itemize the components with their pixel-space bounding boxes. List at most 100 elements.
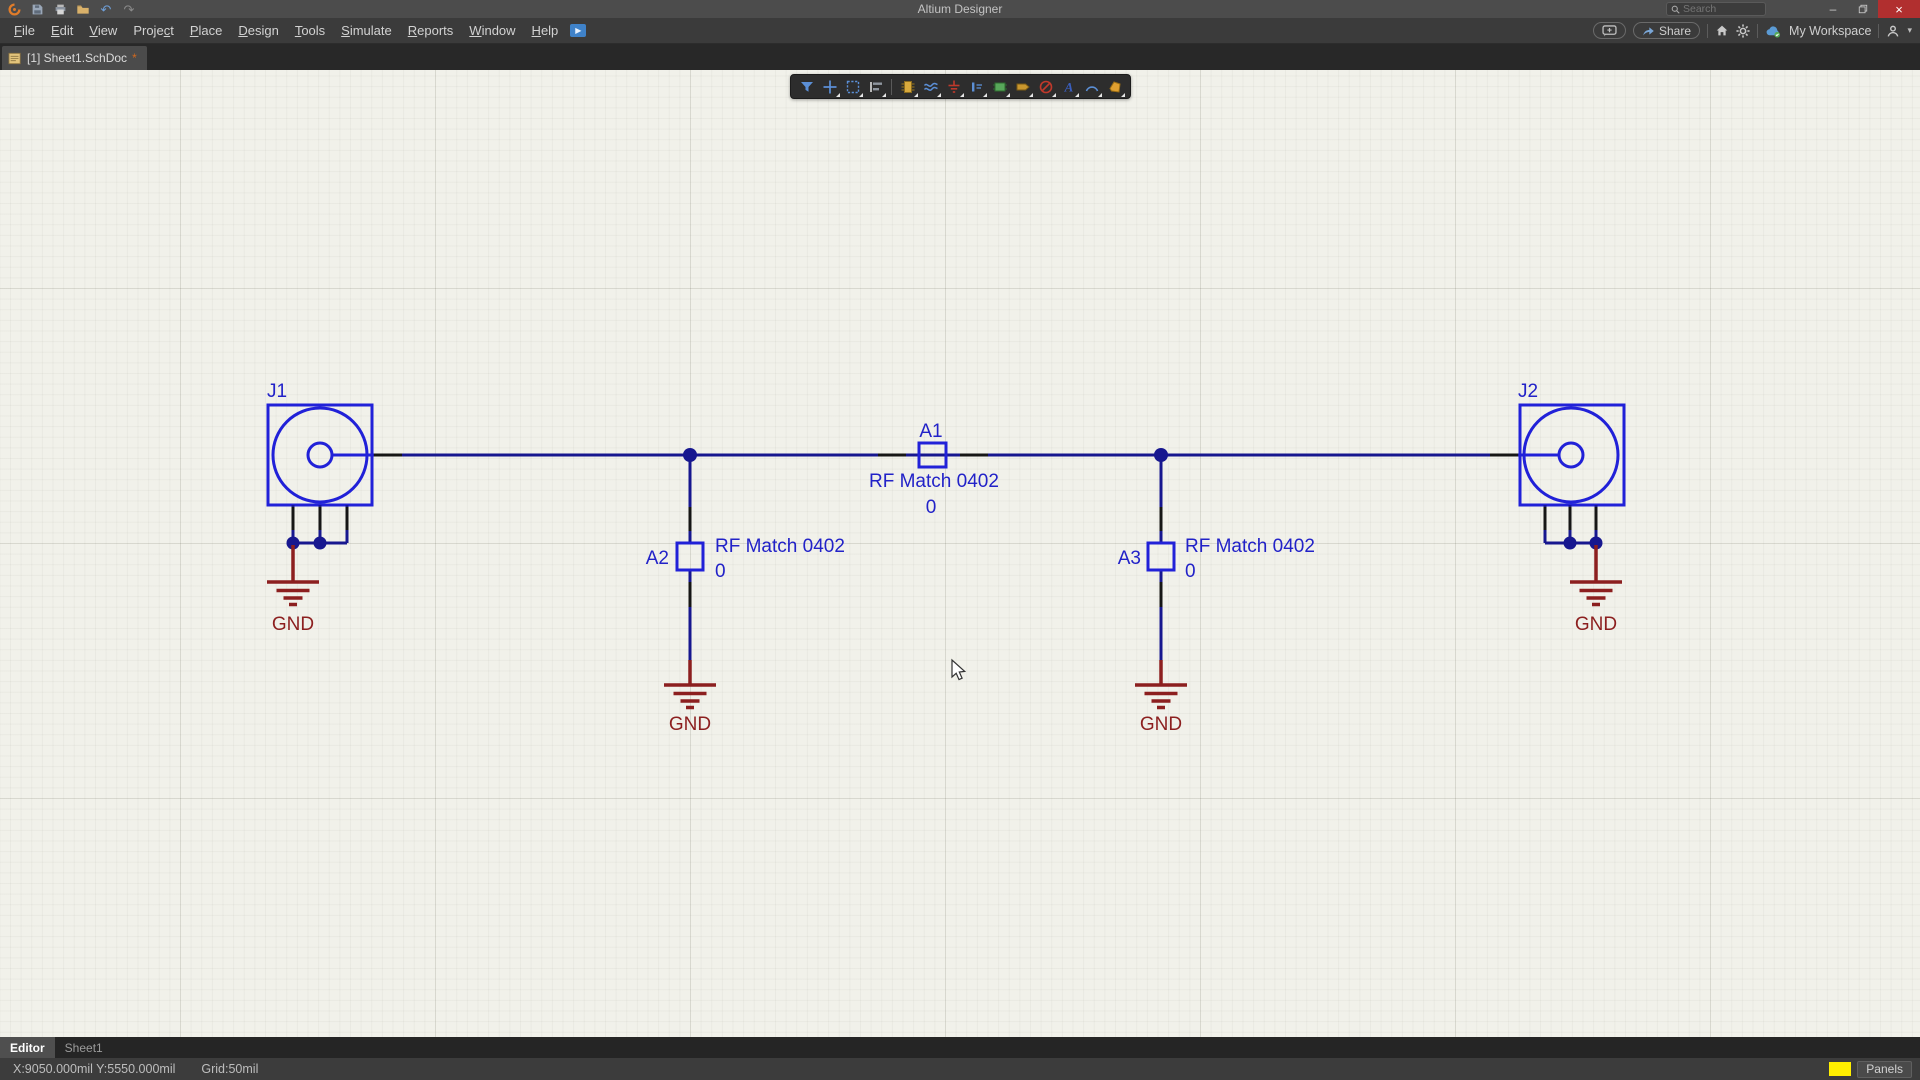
status-bar: X:9050.000mil Y:5550.000mil Grid:50mil P… (0, 1058, 1920, 1080)
document-tab-sheet1[interactable]: [1] Sheet1.SchDoc * (2, 46, 147, 70)
place-polygon-tool-icon[interactable] (1104, 76, 1125, 97)
menu-design[interactable]: Design (238, 23, 279, 38)
gnd-power-port-a2[interactable]: GND (664, 660, 716, 735)
place-port-tool-icon[interactable] (1012, 76, 1033, 97)
undo-icon[interactable]: ↶ (100, 1, 112, 17)
gnd-power-port-j1[interactable]: GND (267, 545, 319, 635)
workspace-cloud-icon (1765, 24, 1782, 38)
place-part-tool-icon[interactable] (897, 76, 918, 97)
active-bar-toolbar: A (790, 74, 1131, 99)
component-a2[interactable]: A2 RF Match 0402 0 (646, 507, 845, 607)
toolbar-separator (891, 78, 892, 95)
schdoc-icon (8, 52, 21, 64)
place-arc-tool-icon[interactable] (1081, 76, 1102, 97)
a2-value: 0 (715, 561, 726, 582)
cursor-coordinates: X:9050.000mil Y:5550.000mil (13, 1062, 176, 1076)
share-label: Share (1659, 23, 1692, 38)
menu-place[interactable]: Place (189, 23, 223, 38)
a3-comment: RF Match 0402 (1185, 536, 1315, 557)
share-arrow-icon (1643, 26, 1654, 35)
place-sheet-symbol-tool-icon[interactable] (989, 76, 1010, 97)
save-icon[interactable] (30, 2, 44, 16)
panels-button[interactable]: Panels (1857, 1060, 1912, 1078)
quick-access-bar: ↶ ↷ (0, 2, 136, 16)
search-box[interactable] (1666, 2, 1766, 16)
separator (1878, 23, 1880, 38)
align-tool-icon[interactable] (865, 76, 886, 97)
select-rect-tool-icon[interactable] (842, 76, 863, 97)
menu-bar: File Edit View Project Place Design Tool… (0, 18, 1920, 44)
user-dropdown-caret-icon[interactable]: ▾ (1907, 25, 1912, 35)
place-wire-tool-icon[interactable] (920, 76, 941, 97)
a3-designator: A3 (1118, 548, 1141, 569)
close-button[interactable]: × (1878, 0, 1920, 18)
a2-designator: A2 (646, 548, 669, 569)
menu-help[interactable]: Help (531, 23, 559, 38)
user-account-icon[interactable] (1886, 24, 1900, 38)
title-bar: ↶ ↷ Altium Designer – × (0, 0, 1920, 18)
menu-project[interactable]: Project (133, 23, 174, 38)
restore-button[interactable] (1848, 0, 1878, 18)
place-net-label-tool-icon[interactable] (966, 76, 987, 97)
j1-designator: J1 (267, 381, 287, 402)
view-tab-bar: Editor Sheet1 (0, 1037, 1920, 1058)
a3-gnd-label: GND (1140, 714, 1182, 735)
redo-icon[interactable]: ↷ (123, 1, 135, 17)
window-title: Altium Designer (917, 2, 1003, 16)
workspace-label[interactable]: My Workspace (1789, 23, 1872, 38)
mouse-cursor (951, 658, 967, 681)
grid-setting: Grid:50mil (201, 1062, 259, 1076)
j2-designator: J2 (1518, 381, 1538, 402)
a1-comment: RF Match 0402 (869, 471, 999, 492)
home-icon[interactable] (1715, 24, 1729, 37)
menu-edit[interactable]: Edit (50, 23, 74, 38)
filter-tool-icon[interactable] (796, 76, 817, 97)
wire-junction (683, 448, 697, 462)
document-modified-indicator: * (132, 51, 137, 65)
gnd-power-port-j2[interactable]: GND (1570, 545, 1622, 635)
search-input[interactable] (1683, 3, 1761, 15)
document-tab-label: [1] Sheet1.SchDoc (27, 51, 128, 65)
place-no-erc-tool-icon[interactable] (1035, 76, 1056, 97)
print-icon[interactable] (53, 2, 67, 16)
altium-logo-icon[interactable] (7, 2, 21, 16)
menu-file[interactable]: File (14, 23, 35, 38)
search-icon (1671, 5, 1680, 14)
a2-gnd-label: GND (669, 714, 711, 735)
place-power-port-tool-icon[interactable] (943, 76, 964, 97)
component-a3[interactable]: A3 RF Match 0402 0 (1118, 507, 1315, 607)
menu-reports[interactable]: Reports (407, 23, 454, 38)
menu-tools[interactable]: Tools (294, 23, 326, 38)
view-tab-sheet1[interactable]: Sheet1 (64, 1040, 103, 1055)
share-button[interactable]: Share (1633, 22, 1701, 39)
view-tab-editor[interactable]: Editor (0, 1037, 55, 1058)
restore-icon (1858, 4, 1868, 14)
document-tab-bar: [1] Sheet1.SchDoc * (0, 44, 1920, 70)
help-video-icon[interactable]: ▶ (570, 24, 587, 37)
a3-value: 0 (1185, 561, 1196, 582)
menu-view[interactable]: View (89, 23, 118, 38)
comment-button[interactable] (1593, 22, 1626, 39)
connector-j2[interactable]: J2 (1490, 381, 1626, 550)
separator (1757, 23, 1759, 38)
open-folder-icon[interactable] (76, 2, 90, 16)
menu-window[interactable]: Window (469, 23, 516, 38)
a2-comment: RF Match 0402 (715, 536, 845, 557)
gnd-power-port-a3[interactable]: GND (1135, 660, 1187, 735)
schematic-canvas[interactable]: A J1 (0, 70, 1920, 1037)
a1-value: 0 (926, 497, 937, 518)
gear-icon[interactable] (1736, 23, 1750, 38)
place-text-tool-icon[interactable]: A (1058, 76, 1079, 97)
panels-color-icon (1829, 1062, 1852, 1076)
minimize-button[interactable]: – (1829, 2, 1837, 16)
comment-icon (1602, 24, 1617, 37)
menu-simulate[interactable]: Simulate (341, 23, 392, 38)
j2-gnd-label: GND (1575, 614, 1617, 635)
wire-junction (1154, 448, 1168, 462)
component-a1[interactable]: A1 RF Match 0402 0 (869, 421, 999, 518)
separator (1707, 23, 1709, 38)
j1-gnd-label: GND (272, 614, 314, 635)
connector-j1[interactable]: J1 (266, 381, 402, 550)
svg-text:A: A (1063, 79, 1073, 94)
move-tool-icon[interactable] (819, 76, 840, 97)
